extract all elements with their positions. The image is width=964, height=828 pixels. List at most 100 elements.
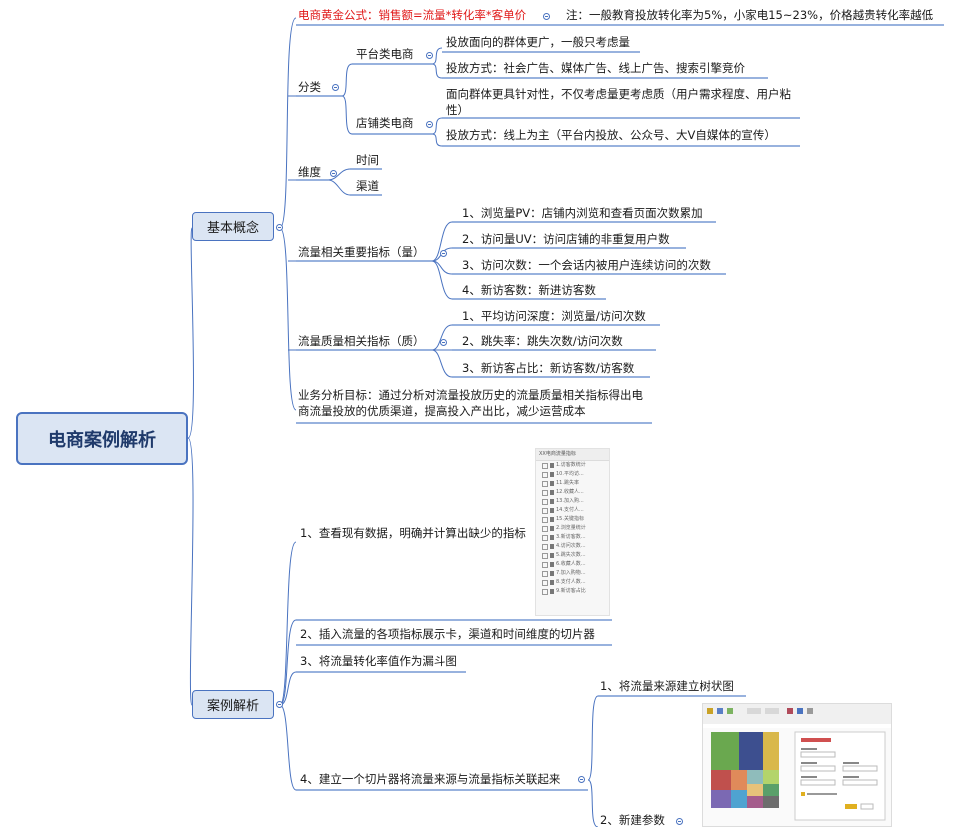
collapse-toggle-icon[interactable] [578,776,585,783]
field-label: 10.平均访... [556,471,584,477]
branch-basic-concepts[interactable]: 基本概念 [192,212,274,241]
field-row: 7.加入购物... [536,569,609,578]
topic-leaf[interactable]: 3、新访客占比：新访客数/访客数 [462,361,635,375]
table-icon [550,544,554,549]
topic-leaf[interactable]: 2、访问量UV：访问店铺的非重复用户数 [462,232,670,246]
topic-leaf[interactable]: 投放方式：线上为主（平台内投放、公众号、大V自媒体的宣传） [446,128,776,142]
topic-quality-metrics[interactable]: 流量质量相关指标（质） [298,334,425,348]
table-icon [550,481,554,486]
field-row: 9.新访客占比 [536,587,609,596]
table-icon [550,508,554,513]
field-label: 14.支付人... [556,507,584,513]
topic-leaf[interactable]: 投放方式：社会广告、媒体广告、线上广告、搜索引擎竞价 [446,61,745,75]
field-row: 8.支付人数... [536,578,609,587]
root-node[interactable]: 电商案例解析 [16,412,188,465]
table-icon [550,490,554,495]
topic-leaf[interactable]: 3、访问次数：一个会话内被用户连续访问的次数 [462,258,711,272]
branch-label: 案例解析 [206,699,259,714]
collapse-toggle-icon[interactable] [276,224,283,231]
field-row: 15.关键指标 [536,515,609,524]
field-label: 8.支付人数... [556,579,586,585]
field-row: 3.新访客数... [536,533,609,542]
field-row: 6.收藏人数... [536,560,609,569]
collapse-toggle-icon[interactable] [426,52,433,59]
checkbox-icon [542,525,548,532]
checkbox-icon [542,534,548,541]
data-fields-screenshot: XX电商流量指标 1.访客数统计 10.平均访... 11.跳失率 12.收藏人...… [535,448,610,616]
treemap-screenshot [702,703,892,827]
treemap-thumbnail-icon [703,704,891,821]
topic-leaf[interactable]: 4、新访客数：新进访客数 [462,283,596,297]
table-icon [550,472,554,477]
collapse-toggle-icon[interactable] [440,339,447,346]
branch-case-analysis[interactable]: 案例解析 [192,690,274,719]
table-icon [550,463,554,468]
field-label: 13.加入购... [556,498,584,504]
checkbox-icon [542,561,548,568]
table-icon [550,571,554,576]
topic-store-ecommerce[interactable]: 店铺类电商 [356,116,414,130]
table-icon [550,535,554,540]
topic-analysis-goal[interactable]: 业务分析目标：通过分析对流量投放历史的流量质量相关指标得出电商流量投放的优质渠道… [298,388,643,418]
topic-classify[interactable]: 分类 [298,80,321,94]
field-row: 12.收藏人... [536,488,609,497]
field-label: 1.访客数统计 [556,462,586,468]
field-row: 5.跳失次数... [536,551,609,560]
table-icon [550,499,554,504]
fields-panel-title: XX电商流量指标 [536,449,609,461]
checkbox-icon [542,579,548,586]
topic-dimension[interactable]: 维度 [298,165,321,179]
field-row: 2.浏览量统计 [536,524,609,533]
collapse-toggle-icon[interactable] [332,84,339,91]
topic-leaf[interactable]: 投放面向的群体更广，一般只考虑量 [446,35,630,49]
field-row: 10.平均访... [536,470,609,479]
field-row: 4.访问次数... [536,542,609,551]
case-step-2[interactable]: 2、插入流量的各项指标展示卡，渠道和时间维度的切片器 [300,627,595,641]
topic-leaf[interactable]: 1、平均访问深度：浏览量/访问次数 [462,309,646,323]
field-label: 6.收藏人数... [556,561,586,567]
field-row: 13.加入购... [536,497,609,506]
collapse-toggle-icon[interactable] [676,818,683,825]
field-label: 9.新访客占比 [556,588,586,594]
topic-leaf[interactable]: 时间 [356,153,379,167]
collapse-toggle-icon[interactable] [426,121,433,128]
checkbox-icon [542,462,548,469]
topic-leaf[interactable]: 渠道 [356,179,379,193]
collapse-toggle-icon[interactable] [440,250,447,257]
field-label: 5.跳失次数... [556,552,586,558]
field-row: 1.访客数统计 [536,461,609,470]
table-icon [550,589,554,594]
topic-leaf[interactable]: 1、将流量来源建立树状图 [600,679,734,693]
topic-leaf[interactable]: 2、新建参数 [600,813,665,827]
field-row: 11.跳失率 [536,479,609,488]
table-icon [550,517,554,522]
topic-platform-ecommerce[interactable]: 平台类电商 [356,47,414,61]
field-label: 3.新访客数... [556,534,586,540]
case-step-4[interactable]: 4、建立一个切片器将流量来源与流量指标关联起来 [300,772,561,786]
formula-note[interactable]: 注：一般教育投放转化率为5%，小家电15~23%，价格越贵转化率越低 [566,8,934,22]
collapse-toggle-icon[interactable] [330,170,337,177]
collapse-toggle-icon[interactable] [543,13,550,20]
collapse-toggle-icon[interactable] [276,701,283,708]
checkbox-icon [542,570,548,577]
field-label: 2.浏览量统计 [556,525,586,531]
checkbox-icon [542,507,548,514]
topic-quantity-metrics[interactable]: 流量相关重要指标（量） [298,245,425,259]
table-icon [550,562,554,567]
case-step-3[interactable]: 3、将流量转化率值作为漏斗图 [300,654,457,668]
table-icon [550,553,554,558]
field-label: 11.跳失率 [556,480,579,486]
branch-label: 基本概念 [206,221,259,236]
topic-leaf[interactable]: 2、跳失率：跳失次数/访问次数 [462,334,623,348]
formula-text[interactable]: 电商黄金公式：销售额=流量*转化率*客单价 [298,8,527,22]
checkbox-icon [542,516,548,523]
checkbox-icon [542,480,548,487]
table-icon [550,580,554,585]
field-label: 15.关键指标 [556,516,584,522]
checkbox-icon [542,588,548,595]
topic-leaf[interactable]: 1、浏览量PV：店铺内浏览和查看页面次数累加 [462,206,703,220]
case-step-1[interactable]: 1、查看现有数据，明确并计算出缺少的指标 [300,526,526,540]
topic-leaf[interactable]: 面向群体更具针对性，不仅考虑量更考虑质（用户需求程度、用户粘性） [446,87,791,117]
field-label: 4.访问次数... [556,543,586,549]
